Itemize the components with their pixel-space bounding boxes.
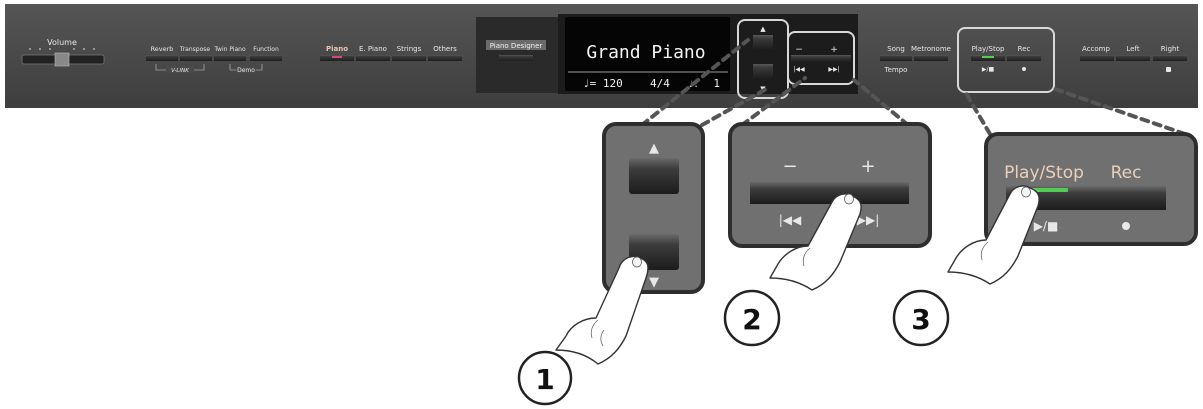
right-label: Right <box>1161 45 1180 53</box>
accomp-label: Accomp <box>1082 45 1110 53</box>
measure-number: 1 <box>713 77 720 90</box>
hand-3-icon <box>947 185 1040 285</box>
step-2-number: 2 <box>742 303 761 336</box>
lock-icon <box>1166 67 1171 72</box>
vlink-badge <box>166 66 194 73</box>
rec-label: Rec <box>1018 45 1031 53</box>
rec-dot-icon <box>1022 67 1026 71</box>
callout-down-arrow-icon: ▼ <box>649 275 659 290</box>
piano-designer-button[interactable] <box>499 55 533 61</box>
rec-button[interactable] <box>1007 55 1041 61</box>
cursor-up-button[interactable] <box>753 35 773 49</box>
others-button[interactable] <box>428 55 462 61</box>
piano-designer-tag <box>486 40 546 50</box>
play-stop-led <box>982 56 994 58</box>
volume-label-text: Volume <box>47 38 77 47</box>
rewind-icon: |◀◀ <box>793 66 805 73</box>
connector-lines <box>640 38 1187 136</box>
metronome-label: Metronome <box>911 45 951 53</box>
piano-designer-label: Piano Designer <box>490 42 543 50</box>
callout-rewind-icon: |◀◀ <box>779 213 802 227</box>
e-piano-label: E. Piano <box>359 45 387 53</box>
others-label: Others <box>433 45 457 53</box>
transpose-label: Transpose <box>179 46 210 53</box>
callout-up-button[interactable] <box>629 158 679 194</box>
hand-2-icon <box>769 193 862 291</box>
reverb-label: Reverb <box>151 45 174 53</box>
tempo-value: ♩= 120 <box>583 77 623 90</box>
callout-fast-forward-icon: ▶▶| <box>857 213 880 227</box>
right-button[interactable] <box>1153 55 1187 61</box>
twin-piano-button[interactable] <box>214 55 246 61</box>
hand-1-icon <box>555 255 649 365</box>
callout-minus-label: − <box>782 156 797 177</box>
piano-label: Piano <box>326 45 348 53</box>
callout-play-stop-icon: ▶/■ <box>1034 219 1059 233</box>
song-button[interactable] <box>880 55 912 61</box>
twin-piano-label: Twin Piano <box>213 46 246 53</box>
step-badge-2: 2 <box>723 289 781 347</box>
metronome-button[interactable] <box>914 55 948 61</box>
step-3-number: 3 <box>911 303 930 336</box>
play-rec-callout: Play/Stop Rec ▶/■ <box>984 132 1198 246</box>
time-signature: 4/4 <box>650 77 670 90</box>
callout-rec-button[interactable] <box>1086 186 1166 210</box>
callout-up-arrow-icon: ▲ <box>649 141 659 156</box>
play-stop-icon: ▶/■ <box>982 66 995 73</box>
song-label: Song <box>887 45 905 53</box>
step-badge-1: 1 <box>517 350 573 406</box>
lcd-display <box>565 17 730 91</box>
plus-label: + <box>830 45 838 55</box>
strings-label: Strings <box>397 45 422 53</box>
volume-knob[interactable] <box>54 52 70 67</box>
function-button[interactable] <box>250 55 282 61</box>
tone-name: Grand Piano <box>586 42 705 63</box>
play-rec-highlight <box>957 27 1055 93</box>
function-label: Function <box>253 46 279 53</box>
fast-forward-icon: ▶▶| <box>828 66 839 73</box>
reverb-button[interactable] <box>146 55 178 61</box>
transpose-button[interactable] <box>180 55 212 61</box>
callout-rec-dot-icon <box>1122 222 1130 230</box>
plus-minus-highlight <box>787 31 855 85</box>
minus-button[interactable] <box>791 55 821 62</box>
step-1-number: 1 <box>535 363 554 396</box>
demo-label: Demo <box>237 67 255 74</box>
minus-label: − <box>795 45 803 55</box>
volume-slider[interactable] <box>21 48 105 67</box>
vlink-label: V-LINK <box>171 68 189 74</box>
cursor-down-button[interactable] <box>753 64 773 78</box>
piano-led <box>332 56 342 58</box>
callout-rec-label: Rec <box>1111 163 1142 183</box>
plus-button[interactable] <box>821 55 851 62</box>
e-piano-button[interactable] <box>356 55 390 61</box>
step-badge-3: 3 <box>892 289 950 347</box>
left-button[interactable] <box>1116 55 1150 61</box>
left-label: Left <box>1126 45 1139 53</box>
strings-button[interactable] <box>392 55 426 61</box>
up-arrow-icon: ▲ <box>760 25 766 33</box>
callout-minus-button[interactable] <box>750 182 829 204</box>
play-stop-label: Play/Stop <box>972 45 1005 53</box>
tempo-label: Tempo <box>884 66 908 74</box>
accomp-button[interactable] <box>1080 55 1114 61</box>
callout-plus-label: + <box>860 156 875 177</box>
callout-play-stop-label: Play/Stop <box>1004 163 1084 183</box>
